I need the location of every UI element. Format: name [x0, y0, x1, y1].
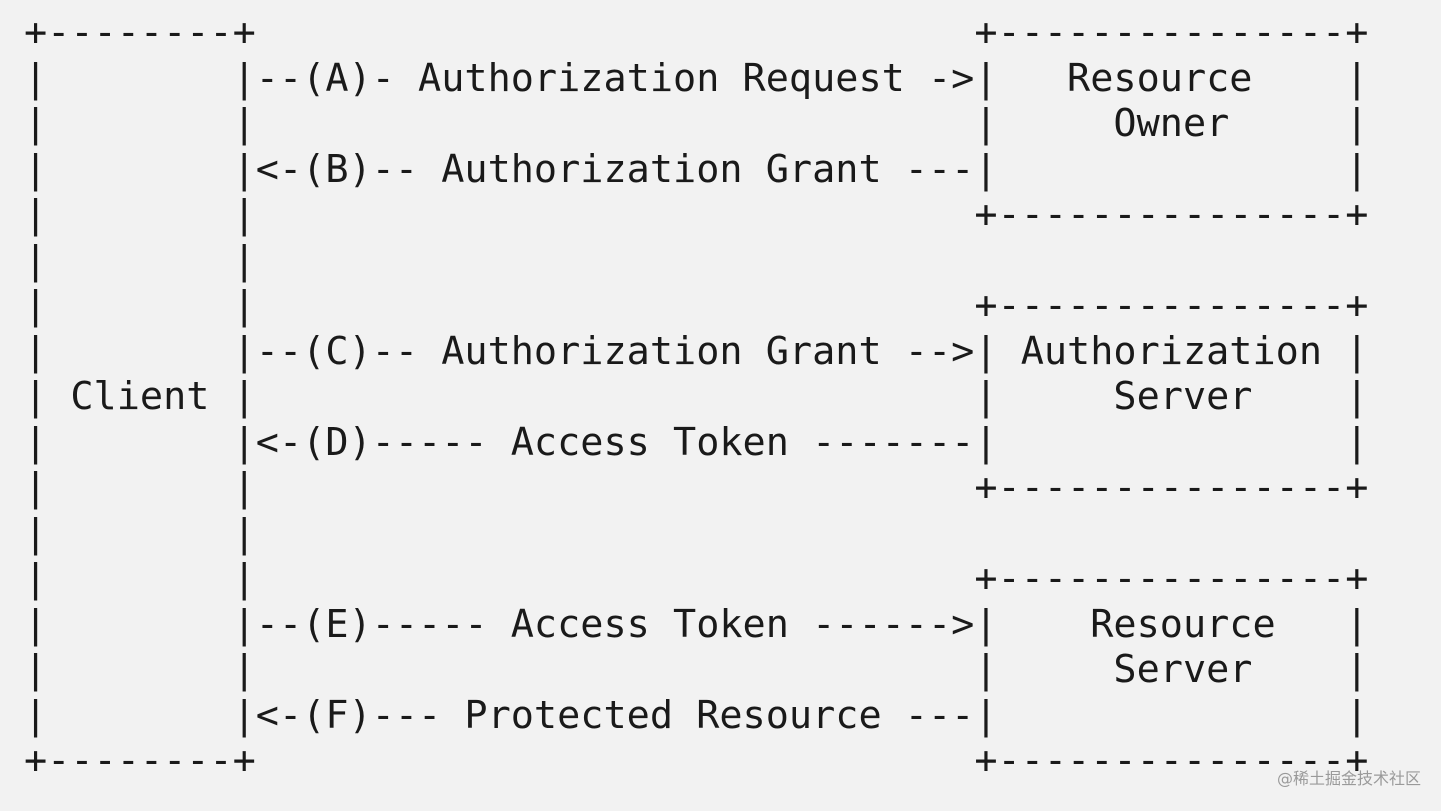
diagram-line: | |<-(B)-- Authorization Grant ---| |	[24, 146, 1369, 192]
diagram-line: | |<-(F)--- Protected Resource ---| |	[24, 692, 1369, 738]
diagram-line: | | +---------------+	[24, 556, 1369, 601]
diagram-line: | | +---------------+	[24, 283, 1369, 328]
diagram-line: | | +---------------+	[24, 192, 1369, 237]
diagram-line: | | | Server |	[24, 647, 1369, 692]
diagram-line: +--------+ +---------------+	[24, 10, 1369, 55]
diagram-line: | | | Owner |	[24, 101, 1369, 146]
diagram-line: | |	[24, 510, 256, 556]
watermark: @稀土掘金技术社区	[1276, 769, 1421, 788]
diagram-line: | |--(E)----- Access Token ------>| Reso…	[24, 601, 1369, 647]
diagram-line: | |	[24, 237, 256, 283]
diagram-line: | |--(A)- Authorization Request ->| Reso…	[24, 55, 1369, 101]
diagram-line: | | +---------------+	[24, 465, 1369, 510]
diagram-line: | Client | | Server |	[24, 374, 1369, 419]
oauth-flow-diagram: +--------+ +---------------+| |--(A)- Au…	[24, 10, 1368, 784]
diagram-line: +--------+ +---------------+	[24, 738, 1369, 783]
diagram-line: | |--(C)-- Authorization Grant -->| Auth…	[24, 328, 1369, 374]
diagram-line: | |<-(D)----- Access Token -------| |	[24, 419, 1369, 465]
